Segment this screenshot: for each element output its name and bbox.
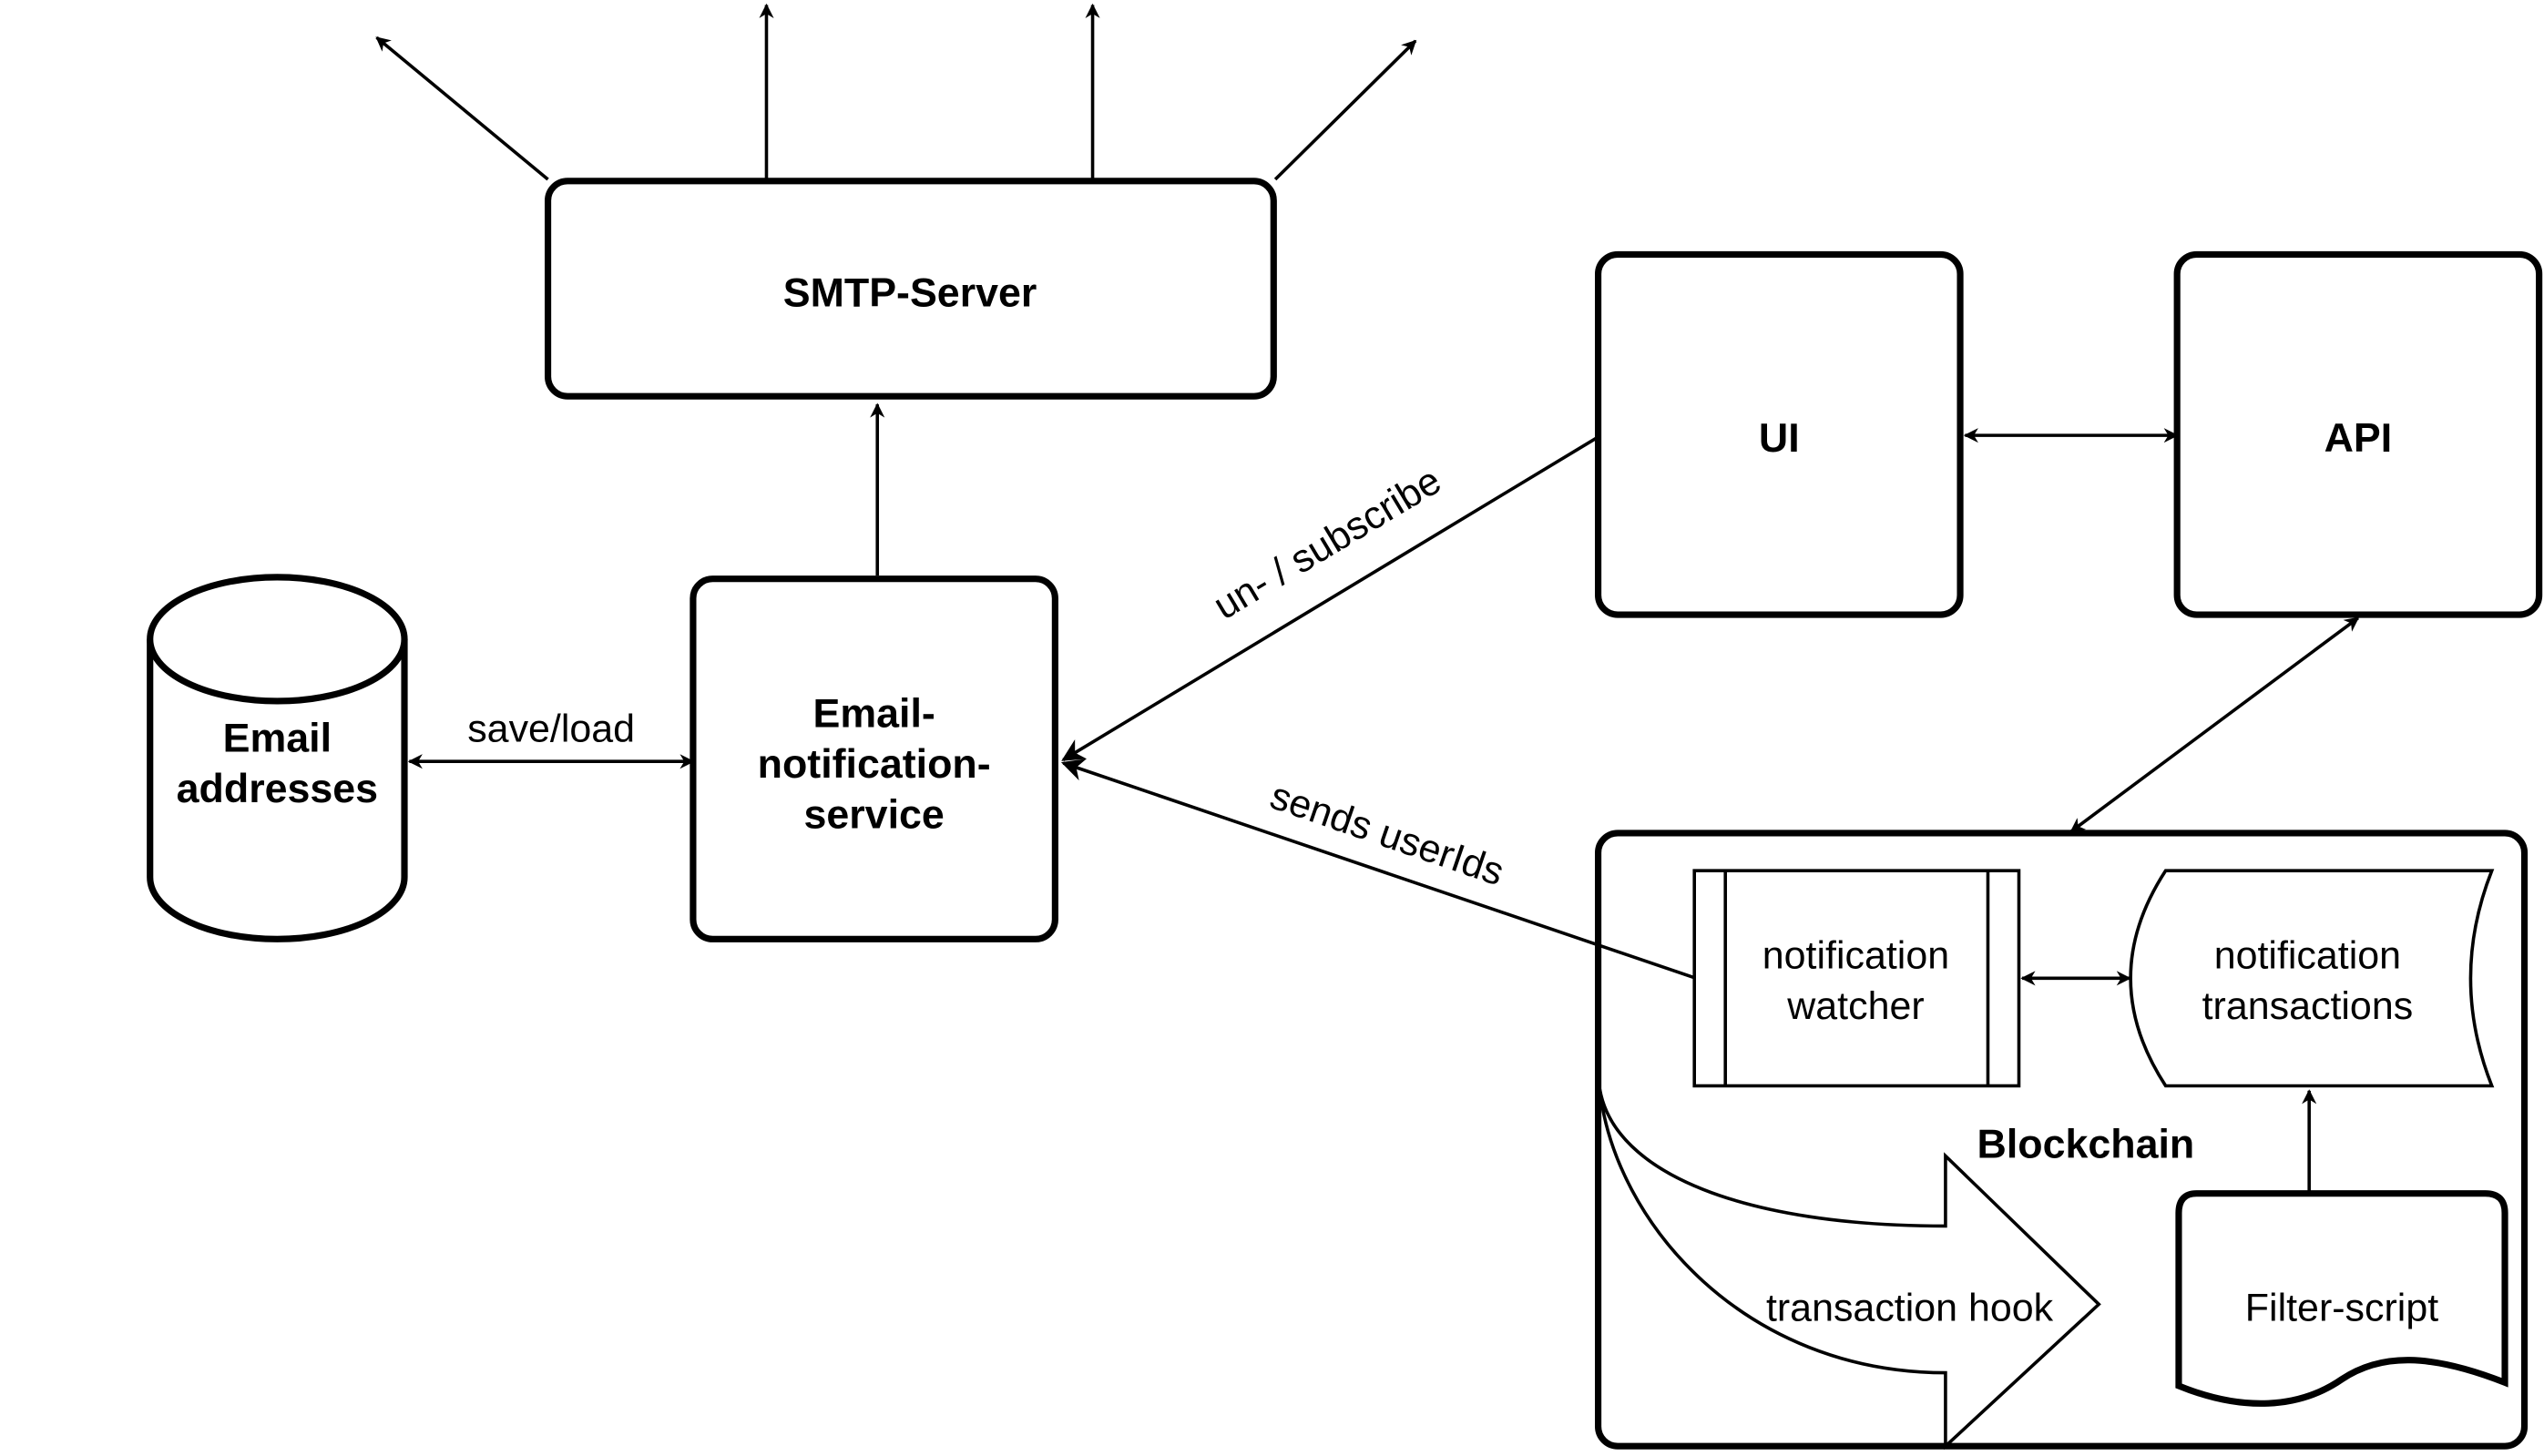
notification-transactions-label-line1: notification <box>2214 934 2401 978</box>
mail-arrow-4 <box>1273 39 1417 181</box>
email-addresses-database: Email addresses <box>147 574 408 942</box>
filter-script-label: Filter-script <box>2245 1286 2438 1329</box>
email-addresses-label-line2: addresses <box>177 766 378 811</box>
api-blockchain-arrow <box>2069 616 2360 833</box>
sends-userids-arrow <box>1060 759 1697 981</box>
notification-transactions-node: notification transactions <box>2129 869 2495 1088</box>
api-node: API <box>2173 250 2543 618</box>
transaction-hook-arrow <box>1598 1088 2101 1451</box>
mail-arrow-1 <box>375 36 549 181</box>
transaction-hook-label: transaction hook <box>1766 1286 2054 1329</box>
email-notification-service-node: Email- notification- service <box>690 575 1058 942</box>
notification-transactions-label-line2: transactions <box>2202 984 2414 1028</box>
smtp-server-label: SMTP-Server <box>783 270 1037 316</box>
filter-script-node: Filter-script <box>2175 1190 2508 1407</box>
save-load-label: save/load <box>467 708 635 751</box>
notification-watcher-label-line1: notification <box>1762 934 1949 978</box>
sends-userids-label: sends userIds <box>1265 774 1509 894</box>
notification-watcher-node: notification watcher <box>1692 869 2021 1088</box>
outgoing-mail-arrows <box>375 3 1417 181</box>
email-service-label-line1: Email- <box>812 691 935 737</box>
email-addresses-label-line1: Email <box>223 715 332 760</box>
ui-label: UI <box>1759 415 1800 461</box>
subscribe-label: un- / subscribe <box>1206 459 1448 628</box>
smtp-server-node: SMTP-Server <box>544 178 1277 400</box>
email-service-label-line2: notification- <box>758 741 991 787</box>
blockchain-container: Blockchain transaction hook notification… <box>1594 830 2529 1451</box>
subscribe-arrow <box>1061 435 1599 761</box>
blockchain-label: Blockchain <box>1977 1121 2195 1166</box>
ui-node: UI <box>1594 250 1964 618</box>
notification-watcher-label-line2: watcher <box>1786 984 1924 1028</box>
email-service-label-line3: service <box>803 792 944 838</box>
api-label: API <box>2324 415 2393 461</box>
